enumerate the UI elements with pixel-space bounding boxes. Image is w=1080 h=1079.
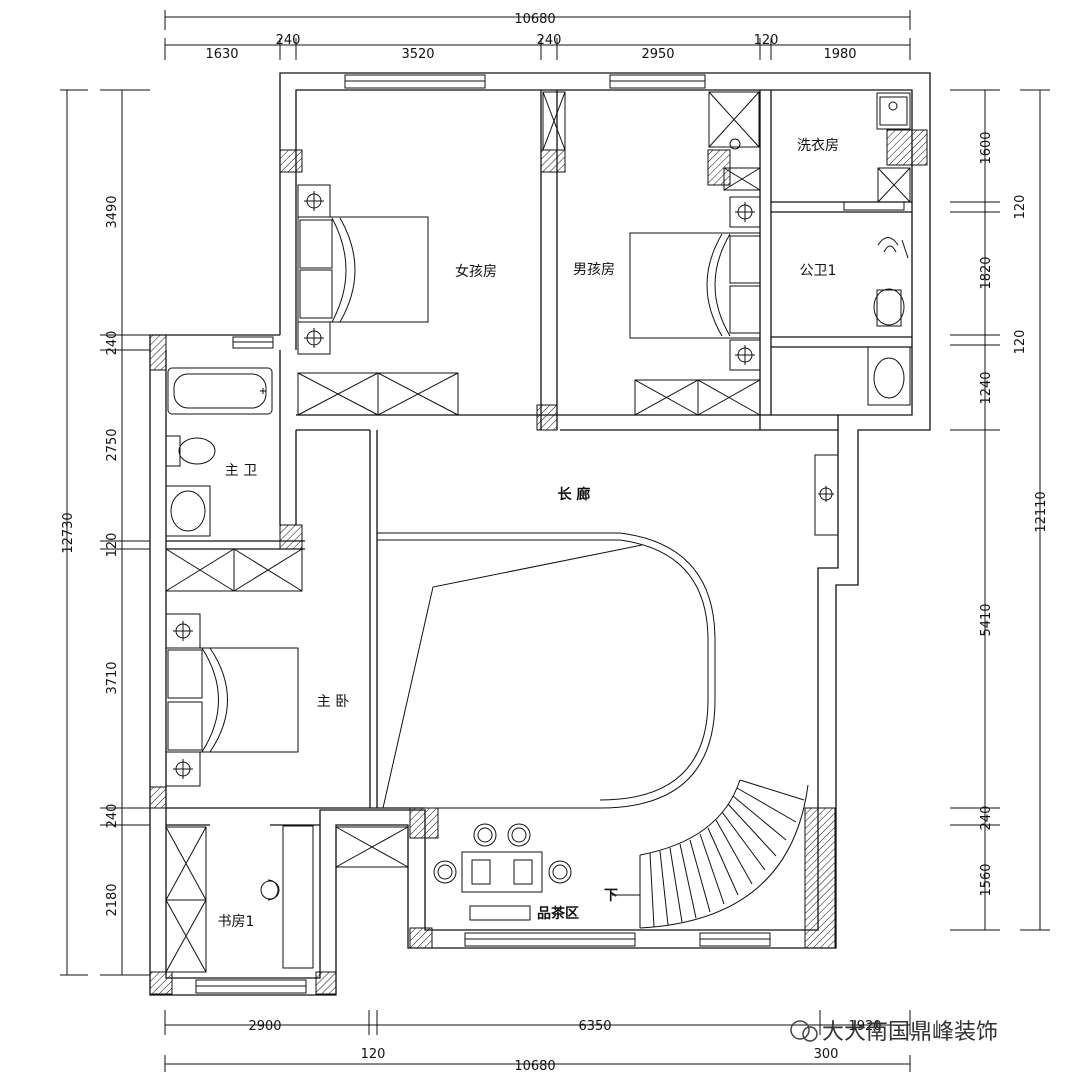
right-dim-6: 5410 xyxy=(979,603,994,636)
girl-bed xyxy=(297,184,429,355)
left-dim-3: 2750 xyxy=(105,428,120,461)
right-total-dim: 12110 xyxy=(1034,491,1049,532)
stair-void xyxy=(377,532,716,809)
right-dimension-lines xyxy=(950,89,1050,931)
right-dim-4: 120 xyxy=(1013,330,1028,355)
bottom-sub-2: 300 xyxy=(814,1047,839,1062)
room-label-laundry: 洗衣房 xyxy=(797,138,839,154)
top-total-dim: 10680 xyxy=(514,12,555,27)
room-label-master-bedroom: 主 卧 xyxy=(317,694,349,710)
top-dim-3: 3520 xyxy=(401,47,434,62)
bottom-dim-3: 1920 xyxy=(848,1019,881,1034)
top-dim-5: 2950 xyxy=(641,47,674,62)
room-label-public-bath: 公卫1 xyxy=(800,263,837,279)
interior-walls xyxy=(166,90,912,826)
left-dim-7: 2180 xyxy=(105,883,120,916)
windows xyxy=(195,74,905,994)
left-dimension-lines xyxy=(60,89,150,976)
top-dim-6: 120 xyxy=(754,33,779,48)
bottom-dim-2: 6350 xyxy=(578,1019,611,1034)
bottom-dim-1: 2900 xyxy=(248,1019,281,1034)
top-dim-1: 1630 xyxy=(205,47,238,62)
left-total-dim: 12730 xyxy=(61,512,76,553)
right-dim-5: 1240 xyxy=(979,371,994,404)
left-dim-5: 3710 xyxy=(105,661,120,694)
left-dim-2: 240 xyxy=(105,331,120,356)
top-dim-4: 240 xyxy=(537,33,562,48)
right-dim-7: 240 xyxy=(979,806,994,831)
right-dim-8: 1560 xyxy=(979,863,994,896)
left-dim-4: 120 xyxy=(105,533,120,558)
top-dim-7: 1980 xyxy=(823,47,856,62)
corridor-light xyxy=(814,454,839,536)
boy-bed xyxy=(629,196,761,371)
top-dim-2: 240 xyxy=(276,33,301,48)
room-label-study: 书房1 xyxy=(218,914,255,930)
bath-fixtures xyxy=(165,92,911,537)
right-dim-1: 1600 xyxy=(979,131,994,164)
master-bed xyxy=(165,613,299,787)
stair-down-label: 下 xyxy=(604,888,618,904)
watermark-text: 大大南国鼎峰装饰 xyxy=(822,1020,998,1045)
watermark: 大大南国鼎峰装饰 xyxy=(790,1020,998,1045)
tea-table-set xyxy=(433,823,572,921)
room-label-tea: 品茶区 xyxy=(537,905,579,922)
top-dimension-lines xyxy=(164,10,911,60)
wardrobes xyxy=(165,91,911,973)
bottom-total-dim: 10680 xyxy=(514,1059,555,1074)
bottom-sub-1: 120 xyxy=(361,1047,386,1062)
room-label-corridor: 长 廊 xyxy=(558,486,591,503)
right-dim-3: 1820 xyxy=(979,256,994,289)
left-dim-6: 240 xyxy=(105,804,120,829)
left-dim-1: 3490 xyxy=(105,195,120,228)
wall-columns xyxy=(149,129,928,995)
spiral-stair xyxy=(612,779,809,929)
bottom-dimension-lines xyxy=(164,1010,911,1072)
study-desk xyxy=(260,825,314,969)
room-label-master-bath: 主 卫 xyxy=(225,463,257,479)
right-dim-2: 120 xyxy=(1013,195,1028,220)
room-label-boy: 男孩房 xyxy=(573,262,615,278)
room-label-girl: 女孩房 xyxy=(455,263,497,280)
